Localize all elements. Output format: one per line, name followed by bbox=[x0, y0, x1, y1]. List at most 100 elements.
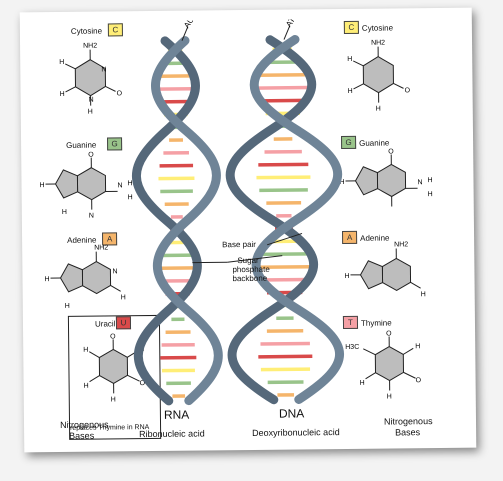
svg-text:H: H bbox=[427, 177, 432, 184]
svg-text:H: H bbox=[39, 182, 44, 189]
dna-base-rung bbox=[259, 252, 310, 257]
sugar-label: Sugar bbox=[237, 255, 259, 266]
dna-base-rung bbox=[258, 354, 313, 359]
rna-base-rung bbox=[161, 368, 195, 373]
svg-text:H: H bbox=[376, 106, 381, 113]
right-thymine-label: Thymine bbox=[360, 318, 392, 328]
svg-text:N: N bbox=[101, 66, 106, 73]
svg-text:O: O bbox=[140, 380, 146, 387]
dna-base-rung bbox=[266, 329, 304, 333]
rna-base-rung bbox=[159, 163, 194, 168]
dna-base-rung bbox=[258, 162, 309, 167]
dna-backbone-back bbox=[225, 35, 318, 405]
svg-text:H: H bbox=[59, 59, 64, 66]
svg-text:NH2: NH2 bbox=[371, 40, 385, 47]
rna-tag: AUCG's bbox=[182, 19, 206, 30]
rna-title: RNA bbox=[163, 407, 190, 422]
dna-base-rung bbox=[266, 201, 302, 205]
rna-base-rung bbox=[160, 355, 197, 360]
left-uracil-badge: U bbox=[115, 316, 132, 330]
dna-base-rung bbox=[264, 149, 302, 154]
svg-text:N: N bbox=[89, 97, 94, 104]
svg-text:H: H bbox=[84, 383, 89, 390]
svg-text:N: N bbox=[117, 182, 122, 189]
svg-text:N: N bbox=[89, 213, 94, 220]
svg-text:O: O bbox=[405, 87, 411, 94]
svg-text:H: H bbox=[65, 303, 70, 310]
dna-base-rung bbox=[273, 137, 293, 141]
svg-text:H: H bbox=[387, 394, 392, 401]
dna-base-rung bbox=[276, 213, 292, 218]
svg-text:H: H bbox=[348, 88, 353, 95]
thymine-structure: O O H H H3C H bbox=[345, 330, 421, 401]
rna-base-rung bbox=[163, 151, 190, 155]
dna-base-rung bbox=[277, 393, 295, 397]
right-footer-line2: Bases bbox=[395, 427, 421, 438]
dna-base-rung bbox=[258, 98, 307, 103]
rna-base-rung bbox=[159, 266, 196, 271]
svg-text:N: N bbox=[417, 179, 422, 186]
rna-base-rung bbox=[166, 381, 191, 386]
rna-backbone-back bbox=[131, 36, 202, 406]
svg-text:O: O bbox=[88, 152, 94, 159]
rna-base-rung bbox=[158, 74, 193, 79]
dna-base-rung bbox=[257, 72, 308, 77]
svg-text:N: N bbox=[112, 268, 117, 275]
svg-text:H: H bbox=[111, 396, 116, 403]
svg-text:H: H bbox=[339, 179, 344, 186]
guanine-structure-left: O N H H H H N bbox=[39, 152, 133, 220]
svg-text:H: H bbox=[62, 209, 67, 216]
svg-text:H: H bbox=[347, 56, 352, 63]
dna-base-rung bbox=[276, 316, 294, 321]
dna-base-rung bbox=[255, 85, 310, 90]
svg-text:H: H bbox=[428, 191, 433, 198]
svg-text:H: H bbox=[421, 291, 426, 298]
dna-tag: ATCG's bbox=[284, 19, 307, 29]
svg-text:H: H bbox=[88, 109, 93, 116]
svg-text:H: H bbox=[128, 194, 133, 201]
svg-text:O: O bbox=[110, 333, 116, 340]
rna-base-rung bbox=[159, 99, 192, 104]
dna-subtitle: Deoxyribonucleic acid bbox=[252, 427, 340, 438]
rna-base-rung bbox=[160, 189, 193, 194]
cytosine-structure-right: NH2 O H H H bbox=[347, 40, 411, 113]
dna-base-rung bbox=[256, 175, 311, 180]
dna-base-rung bbox=[260, 277, 309, 282]
rna-base-rung bbox=[157, 86, 194, 91]
phosphate-label: phosphate bbox=[232, 264, 270, 275]
adenine-structure-left: NH2 H H H N bbox=[44, 244, 126, 310]
guanine-structure-right: O N H H H bbox=[339, 148, 433, 207]
backbone-label: backbone bbox=[232, 273, 268, 284]
helix-diagram: AUCG's ATCG's bbox=[131, 19, 344, 406]
svg-text:H: H bbox=[127, 180, 132, 187]
base-pair-label: Base pair bbox=[222, 239, 256, 250]
cytosine-structure-left: NH2 O H H H N N bbox=[59, 43, 122, 116]
dna-base-rung bbox=[260, 341, 310, 346]
rna-base-rung bbox=[169, 138, 184, 142]
svg-text:H: H bbox=[44, 276, 49, 283]
left-uracil-label: Uracil bbox=[94, 319, 116, 329]
svg-text:H: H bbox=[121, 294, 126, 301]
svg-text:NH2: NH2 bbox=[394, 241, 408, 248]
rna-base-rung bbox=[160, 253, 194, 258]
rna-base-rung bbox=[161, 342, 195, 347]
left-cytosine-badge: C bbox=[107, 23, 123, 37]
svg-text:H: H bbox=[60, 91, 65, 98]
dna-base-rung bbox=[267, 380, 304, 385]
right-cytosine-label: Cytosine bbox=[361, 23, 394, 33]
right-footer-line1: Nitrogenous bbox=[383, 416, 433, 427]
svg-text:H: H bbox=[415, 343, 420, 350]
rna-base-rung bbox=[164, 202, 189, 206]
diagram-card: Cytosine C Guanine G Adenine A Uracil U … bbox=[19, 7, 477, 453]
right-guanine-label: Guanine bbox=[359, 138, 390, 148]
dna-base-rung bbox=[259, 188, 308, 193]
rna-base-rung bbox=[172, 394, 186, 398]
dna-base-rung bbox=[257, 264, 312, 270]
svg-text:O: O bbox=[388, 148, 394, 155]
svg-text:NH2: NH2 bbox=[94, 244, 108, 251]
rna-base-rung bbox=[165, 330, 191, 334]
svg-text:O: O bbox=[386, 330, 392, 337]
svg-text:H: H bbox=[344, 273, 349, 280]
rna-base-rung bbox=[170, 215, 183, 219]
left-footer-line2: Bases bbox=[69, 430, 95, 441]
